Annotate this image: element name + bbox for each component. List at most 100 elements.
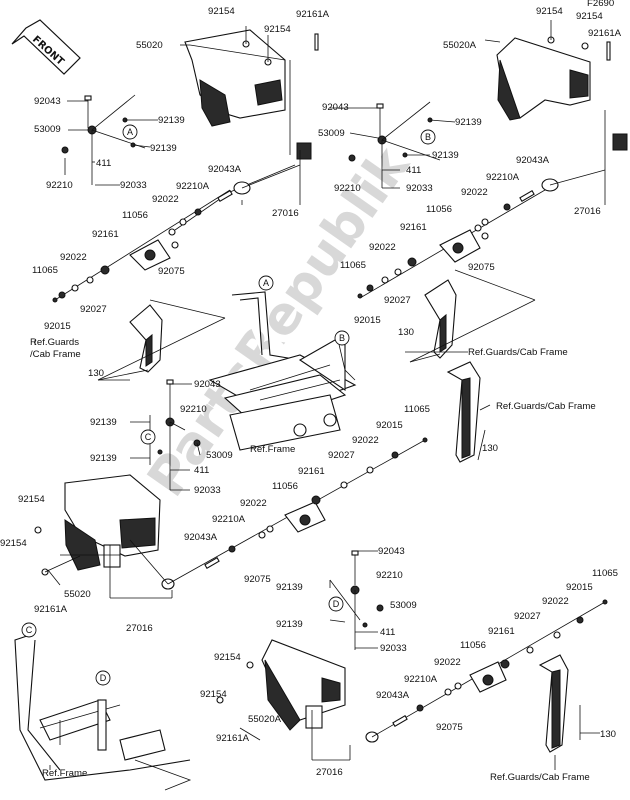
ref-guards-label-bottom: Ref.Guards/Cab Frame [490,772,590,783]
label-92022: 92022 [434,657,461,668]
label-92027: 92027 [384,295,411,306]
middle-left-assembly [34,379,201,599]
label-92139: 92139 [158,115,185,126]
middle-chain [167,361,486,585]
ref-guards-label-right: Ref.Guards/Cab Frame [468,347,568,358]
label-92154: 92154 [0,538,27,549]
label-92139: 92139 [150,143,177,154]
label-92027: 92027 [328,450,355,461]
label-92022: 92022 [352,435,379,446]
label-92075: 92075 [436,722,463,733]
label-92022: 92022 [240,498,267,509]
label-92075: 92075 [244,574,271,585]
label-92161A: 92161A [588,28,622,39]
label-92033: 92033 [194,485,221,496]
label-27016: 27016 [316,767,343,778]
label-53009: 53009 [390,600,417,611]
label-92043A: 92043A [376,690,410,701]
svg-text:C: C [145,432,152,442]
label-130: 130 [88,368,104,379]
label-55020A: 55020A [248,714,282,725]
ref-frame-label-bottom: Ref.Frame [42,768,87,779]
label-92139: 92139 [90,417,117,428]
marker-b-frame: B [334,330,350,346]
label-92139: 92139 [90,453,117,464]
ref-guards-label-middle: Ref.Guards/Cab Frame [496,401,596,412]
label-92043: 92043 [34,96,61,107]
label-92022: 92022 [461,187,488,198]
label-92161A: 92161A [216,733,250,744]
part-labels: 92154 92154 92161A 55020 92043 53009 921… [0,0,622,783]
label-411: 411 [96,158,111,169]
label-92033: 92033 [380,643,407,654]
label-11065: 11065 [340,260,366,271]
label-92210A: 92210A [404,674,438,685]
label-92210: 92210 [180,404,207,415]
ref-guards-label-left-1: Ref.Guards [30,337,79,348]
top-left-assembly [52,26,319,381]
label-130: 130 [600,729,616,740]
marker-a-top: A [122,124,138,140]
label-92210: 92210 [46,180,73,191]
label-92139: 92139 [432,150,459,161]
label-55020: 55020 [64,589,91,600]
label-92161A: 92161A [34,604,68,615]
label-92015: 92015 [566,582,593,593]
label-92139: 92139 [455,117,482,128]
label-92154: 92154 [18,494,45,505]
svg-text:B: B [425,132,431,142]
guard-piece-130-left [129,304,163,373]
top-right-assembly [348,20,628,363]
label-92210A: 92210A [486,172,520,183]
label-92210: 92210 [376,570,403,581]
label-55020A: 55020A [443,40,477,51]
label-92033: 92033 [406,183,433,194]
label-92161: 92161 [298,466,325,477]
label-92043A: 92043A [208,164,242,175]
label-92154: 92154 [214,652,241,663]
label-27016: 27016 [272,208,299,219]
label-92043: 92043 [378,546,405,557]
svg-text:B: B [339,333,345,343]
label-92139: 92139 [276,619,303,630]
marker-d-bottom: D [328,596,344,612]
label-92139: 92139 [276,582,303,593]
label-92015: 92015 [376,420,403,431]
label-27016: 27016 [126,623,153,634]
cover-55020-top-left [184,29,286,119]
label-11065: 11065 [592,568,618,579]
label-92043A: 92043A [516,155,550,166]
label-130: 130 [398,327,414,338]
label-92154: 92154 [576,11,603,22]
svg-text:A: A [127,127,133,137]
label-92154: 92154 [200,689,227,700]
label-92043A: 92043A [184,532,218,543]
marker-b-top: B [420,129,436,145]
label-92022: 92022 [152,194,179,205]
label-92154: 92154 [264,24,291,35]
ref-guards-label-left-2: /Cab Frame [30,349,81,360]
label-411: 411 [406,165,421,176]
label-92154: 92154 [536,6,563,17]
label-130: 130 [482,443,498,454]
marker-a-frame: A [258,275,274,291]
label-55020: 55020 [136,40,163,51]
svg-text:C: C [26,625,33,635]
label-92027: 92027 [80,304,107,315]
front-arrow-icon: FRONT [11,19,81,75]
label-92210: 92210 [334,183,361,194]
code-label: F2690 [587,0,614,9]
label-92022: 92022 [60,252,87,263]
label-92154: 92154 [208,6,235,17]
svg-text:D: D [333,599,340,609]
label-92210A: 92210A [176,181,210,192]
label-27016: 27016 [574,206,601,217]
label-92075: 92075 [468,262,495,273]
label-411: 411 [194,465,209,476]
marker-c-bottom: C [21,622,37,638]
label-11065: 11065 [32,265,58,276]
svg-text:A: A [263,278,269,288]
label-53009: 53009 [34,124,61,135]
